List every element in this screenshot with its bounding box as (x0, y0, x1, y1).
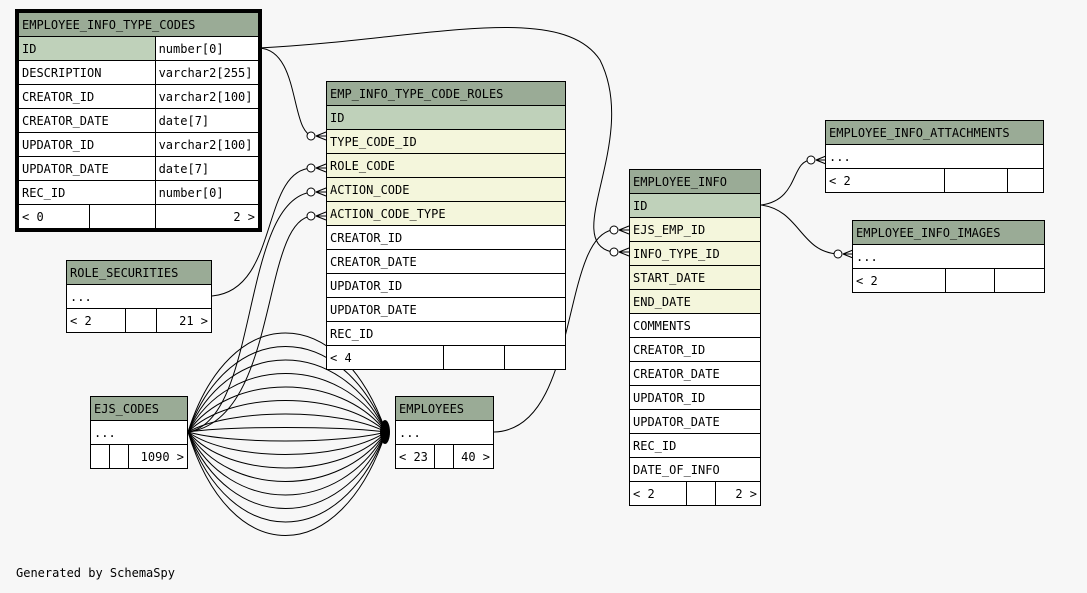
column-name: ... (66, 284, 212, 309)
column-name: CREATOR_ID (326, 225, 566, 250)
rows-count (434, 444, 454, 469)
table-employee-info-images[interactable]: EMPLOYEE_INFO_IMAGES ... < 2 (852, 220, 1045, 293)
parents-count[interactable]: < 2 (629, 481, 687, 506)
table-title: EMPLOYEE_INFO_IMAGES (852, 220, 1045, 245)
table-title: EJS_CODES (90, 396, 188, 421)
column-name: CREATOR_DATE (18, 108, 156, 133)
column-name: UPDATOR_ID (18, 132, 156, 157)
column-name: START_DATE (629, 265, 761, 290)
table-employee-info-attachments[interactable]: EMPLOYEE_INFO_ATTACHMENTS ... < 2 (825, 120, 1044, 193)
column-type: varchar2[255] (154, 60, 260, 85)
parents-count[interactable]: < 0 (18, 204, 90, 229)
children-count[interactable]: 1090 > (128, 444, 188, 469)
rows-count (109, 444, 129, 469)
column-name: DATE_OF_INFO (629, 457, 761, 482)
edge-role-code (211, 167, 313, 297)
column-name: ... (852, 244, 1045, 269)
column-name: ... (90, 420, 188, 445)
children-count[interactable]: 2 > (154, 204, 260, 229)
rows-count (686, 481, 716, 506)
column-name: COMMENTS (629, 313, 761, 338)
column-name: ROLE_CODE (326, 153, 566, 178)
table-title: EMPLOYEES (395, 396, 494, 421)
table-title: EMPLOYEE_INFO_TYPE_CODES (18, 12, 259, 37)
parents-count[interactable]: < 2 (825, 168, 945, 193)
edge-attachments (760, 159, 813, 206)
parents-count[interactable] (90, 444, 110, 469)
table-title: EMPLOYEE_INFO_ATTACHMENTS (825, 120, 1044, 145)
column-name: UPDATOR_DATE (629, 409, 761, 434)
rows-count (945, 268, 995, 293)
column-name: UPDATOR_DATE (18, 156, 156, 181)
column-name: REC_ID (629, 433, 761, 458)
children-count[interactable]: 2 > (715, 481, 761, 506)
column-name: REC_ID (18, 180, 156, 205)
column-name: ACTION_CODE (326, 177, 566, 202)
edge-images (760, 204, 839, 255)
table-title: EMPLOYEE_INFO (629, 169, 761, 194)
edge-action-code (187, 191, 313, 433)
column-name: ID (18, 36, 156, 61)
rows-count (944, 168, 1008, 193)
parents-count[interactable]: < 4 (326, 345, 444, 370)
column-type: varchar2[100] (154, 84, 260, 109)
column-name: END_DATE (629, 289, 761, 314)
table-employee-info[interactable]: EMPLOYEE_INFO ID EJS_EMP_ID INFO_TYPE_ID… (629, 169, 761, 506)
children-count[interactable] (1007, 168, 1044, 193)
table-title: EMP_INFO_TYPE_CODE_ROLES (326, 81, 566, 106)
children-count[interactable] (504, 345, 566, 370)
column-name: UPDATOR_ID (629, 385, 761, 410)
column-name: CREATOR_DATE (629, 361, 761, 386)
children-count[interactable]: 21 > (156, 308, 212, 333)
column-name: ID (629, 193, 761, 218)
column-name: CREATOR_ID (629, 337, 761, 362)
parents-count[interactable]: < 23 (395, 444, 435, 469)
column-name: DESCRIPTION (18, 60, 156, 85)
table-role-securities[interactable]: ROLE_SECURITIES ... < 2 21 > (66, 260, 212, 333)
table-ejs-codes[interactable]: EJS_CODES ... 1090 > (90, 396, 188, 469)
column-type: varchar2[100] (154, 132, 260, 157)
parents-count[interactable]: < 2 (852, 268, 946, 293)
column-name: ... (825, 144, 1044, 169)
column-name: ACTION_CODE_TYPE (326, 201, 566, 226)
column-type: number[0] (154, 180, 260, 205)
table-employees[interactable]: EMPLOYEES ... < 23 40 > (395, 396, 494, 469)
table-emp-info-type-code-roles[interactable]: EMP_INFO_TYPE_CODE_ROLES ID TYPE_CODE_ID… (326, 81, 566, 370)
column-type: date[7] (154, 108, 260, 133)
edge-info-type-id (258, 27, 613, 253)
column-name: CREATOR_ID (18, 84, 156, 109)
rows-count (443, 345, 505, 370)
generated-by-note: Generated by SchemaSpy (16, 566, 175, 580)
column-name: ID (326, 105, 566, 130)
column-name: INFO_TYPE_ID (629, 241, 761, 266)
rows-count (125, 308, 157, 333)
column-name: ... (395, 420, 494, 445)
column-name: UPDATOR_DATE (326, 297, 566, 322)
ejs-codes-employees-fan (187, 332, 387, 536)
edge-type-code-id (258, 47, 313, 137)
column-name: UPDATOR_ID (326, 273, 566, 298)
column-name: CREATOR_DATE (326, 249, 566, 274)
column-name: EJS_EMP_ID (629, 217, 761, 242)
column-name: TYPE_CODE_ID (326, 129, 566, 154)
column-name: REC_ID (326, 321, 566, 346)
children-count[interactable]: 40 > (453, 444, 494, 469)
edge-action-code-type (187, 215, 313, 433)
children-count[interactable] (994, 268, 1045, 293)
column-type: number[0] (154, 36, 260, 61)
table-title: ROLE_SECURITIES (66, 260, 212, 285)
rows-count (89, 204, 156, 229)
column-type: date[7] (154, 156, 260, 181)
parents-count[interactable]: < 2 (66, 308, 126, 333)
